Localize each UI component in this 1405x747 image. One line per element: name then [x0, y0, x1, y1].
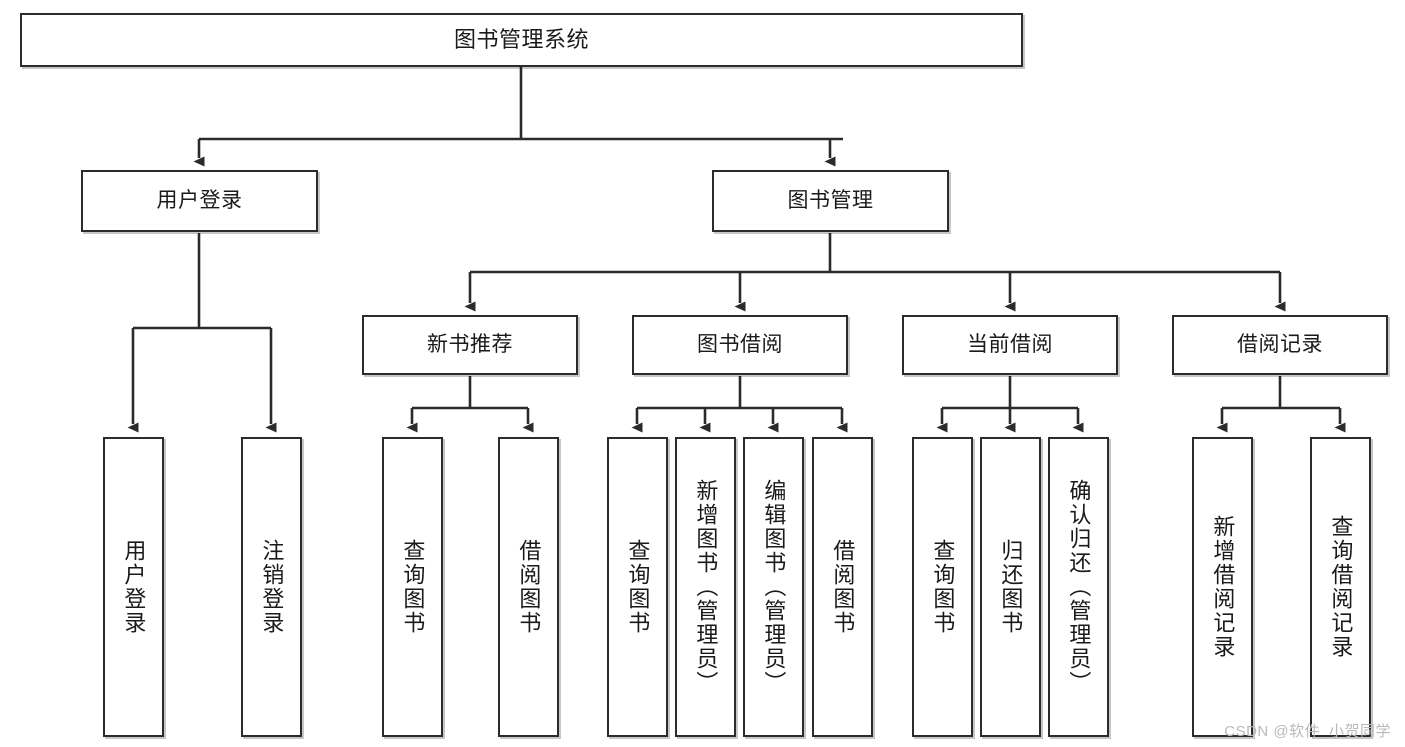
node-leaf-query-book-3-label: 查询图书 — [930, 539, 956, 635]
node-current-borrow-label: 当前借阅 — [967, 332, 1053, 356]
node-leaf-query-book-1[interactable]: 查询图书 — [382, 437, 443, 737]
node-leaf-user-login-label: 用户登录 — [121, 539, 147, 635]
node-leaf-add-book-label: 新增图书（管理员） — [693, 479, 719, 695]
node-leaf-add-record[interactable]: 新增借阅记录 — [1192, 437, 1253, 737]
node-root[interactable]: 图书管理系统 — [20, 13, 1023, 67]
node-leaf-query-book-2[interactable]: 查询图书 — [607, 437, 668, 737]
node-leaf-return-book-label: 归还图书 — [998, 539, 1024, 635]
node-book-borrow-label: 图书借阅 — [697, 332, 783, 356]
node-leaf-query-record[interactable]: 查询借阅记录 — [1310, 437, 1371, 737]
node-leaf-confirm-return-label: 确认归还（管理员） — [1066, 479, 1092, 695]
node-leaf-query-record-label: 查询借阅记录 — [1328, 515, 1354, 659]
node-leaf-logout[interactable]: 注销登录 — [241, 437, 302, 737]
node-leaf-borrow-book-2-label: 借阅图书 — [830, 539, 856, 635]
node-root-label: 图书管理系统 — [453, 27, 589, 53]
node-leaf-borrow-book-1[interactable]: 借阅图书 — [498, 437, 559, 737]
node-leaf-add-book[interactable]: 新增图书（管理员） — [675, 437, 736, 737]
node-user-login-label: 用户登录 — [156, 188, 243, 212]
node-leaf-return-book[interactable]: 归还图书 — [980, 437, 1041, 737]
node-current-borrow[interactable]: 当前借阅 — [902, 315, 1118, 375]
node-leaf-user-login[interactable]: 用户登录 — [103, 437, 164, 737]
watermark: CSDN @软件_小贺同学 — [1224, 723, 1391, 740]
node-borrow-record[interactable]: 借阅记录 — [1172, 315, 1388, 375]
node-leaf-logout-label: 注销登录 — [259, 539, 285, 635]
node-book-manage[interactable]: 图书管理 — [712, 170, 949, 232]
node-borrow-record-label: 借阅记录 — [1237, 332, 1323, 356]
node-leaf-confirm-return[interactable]: 确认归还（管理员） — [1048, 437, 1109, 737]
node-user-login[interactable]: 用户登录 — [81, 170, 318, 232]
node-leaf-query-book-2-label: 查询图书 — [625, 539, 651, 635]
node-leaf-edit-book-label: 编辑图书（管理员） — [761, 479, 787, 695]
node-book-borrow[interactable]: 图书借阅 — [632, 315, 848, 375]
node-leaf-query-book-1-label: 查询图书 — [400, 539, 426, 635]
node-leaf-borrow-book-2[interactable]: 借阅图书 — [812, 437, 873, 737]
node-new-book-recommend[interactable]: 新书推荐 — [362, 315, 578, 375]
node-leaf-edit-book[interactable]: 编辑图书（管理员） — [743, 437, 804, 737]
node-new-book-recommend-label: 新书推荐 — [427, 332, 513, 356]
node-leaf-add-record-label: 新增借阅记录 — [1210, 515, 1236, 659]
node-leaf-query-book-3[interactable]: 查询图书 — [912, 437, 973, 737]
node-book-manage-label: 图书管理 — [787, 188, 874, 212]
node-leaf-borrow-book-1-label: 借阅图书 — [516, 539, 542, 635]
